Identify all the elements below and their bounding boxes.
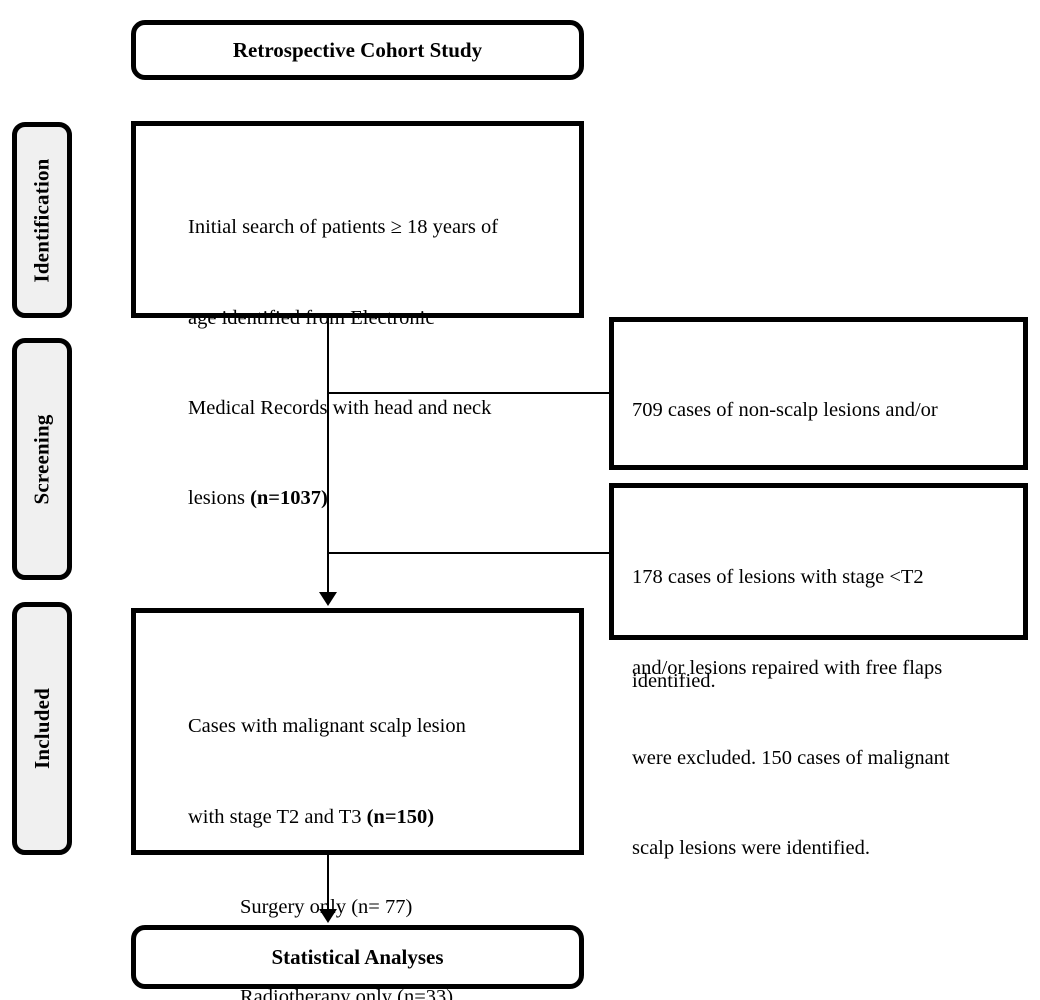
stage-label-included-text: Included — [29, 688, 54, 769]
identification-line-1: Initial search of patients ≥ 18 years of — [188, 216, 499, 239]
identification-line-4-prefix: lesions — [188, 487, 251, 510]
included-sub-1: Surgery only (n= 77) — [188, 892, 588, 922]
identification-box: Initial search of patients ≥ 18 years of… — [131, 121, 584, 509]
stage-label-screening-text: Screening — [29, 413, 54, 505]
exclusion-1-line-1: 709 cases of non-scalp lesions and/or — [632, 399, 938, 422]
identification-box-text: Initial search of patients ≥ 18 years of… — [188, 152, 573, 574]
included-box: Cases with malignant scalp lesion with s… — [131, 608, 584, 1000]
statistical-analyses-label: Statistical Analyses — [271, 944, 444, 969]
exclusion-1-line-4: identified. — [632, 670, 716, 693]
included-sub-2: Radiotherapy only (n=33) — [188, 982, 588, 1000]
exclusion-box-2: 178 cases of lesions with stage <T2 and/… — [609, 483, 1028, 859]
exclusion-2-line-3: were excluded. 150 cases of malignant — [632, 747, 950, 769]
included-line-2-prefix: with stage T2 and T3 — [188, 805, 367, 828]
identification-line-3: Medical Records with head and neck — [188, 397, 492, 419]
connector-branch-exclusion-1 — [327, 392, 610, 394]
exclusion-2-line-4: scalp lesions were identified. — [632, 837, 870, 860]
connector-main-arrowhead — [319, 592, 337, 606]
exclusion-box-1: 709 cases of non-scalp lesions and/or no… — [609, 317, 1028, 692]
title-box: Retrospective Cohort Study — [131, 20, 584, 80]
exclusion-2-line-1: 178 cases of lesions with stage <T2 — [632, 566, 924, 589]
included-line-2: with stage T2 and T3 (n=150) — [188, 802, 588, 832]
included-count: (n=150) — [366, 805, 435, 828]
page-title: Retrospective Cohort Study — [232, 37, 483, 62]
connector-branch-exclusion-2 — [327, 552, 610, 554]
statistical-analyses-box: Statistical Analyses — [131, 925, 584, 989]
stage-label-included: Included — [12, 602, 72, 855]
connector-main-vertical — [327, 318, 329, 594]
identification-count: (n=1037) — [250, 487, 328, 510]
connector-bottom-vertical — [327, 855, 329, 911]
included-line-1: Cases with malignant scalp lesion — [188, 715, 466, 738]
stage-label-screening: Screening — [12, 338, 72, 580]
stage-label-identification: Identification — [12, 122, 72, 318]
connector-bottom-arrowhead — [319, 909, 337, 923]
exclusion-box-2-text: 178 cases of lesions with stage <T2 and/… — [632, 502, 1022, 924]
included-box-text: Cases with malignant scalp lesion with s… — [188, 651, 588, 1000]
identification-line-2: age identified from Electronic — [188, 306, 435, 329]
included-sub-1-text: Surgery only (n= 77) — [240, 896, 413, 918]
identification-line-4: lesions (n=1037) — [188, 483, 573, 513]
exclusion-2-line-2: and/or lesions repaired with free flaps — [632, 656, 943, 679]
included-sub-2-text: Radiotherapy only (n=33) — [240, 986, 454, 1000]
stage-label-identification-text: Identification — [29, 157, 54, 283]
